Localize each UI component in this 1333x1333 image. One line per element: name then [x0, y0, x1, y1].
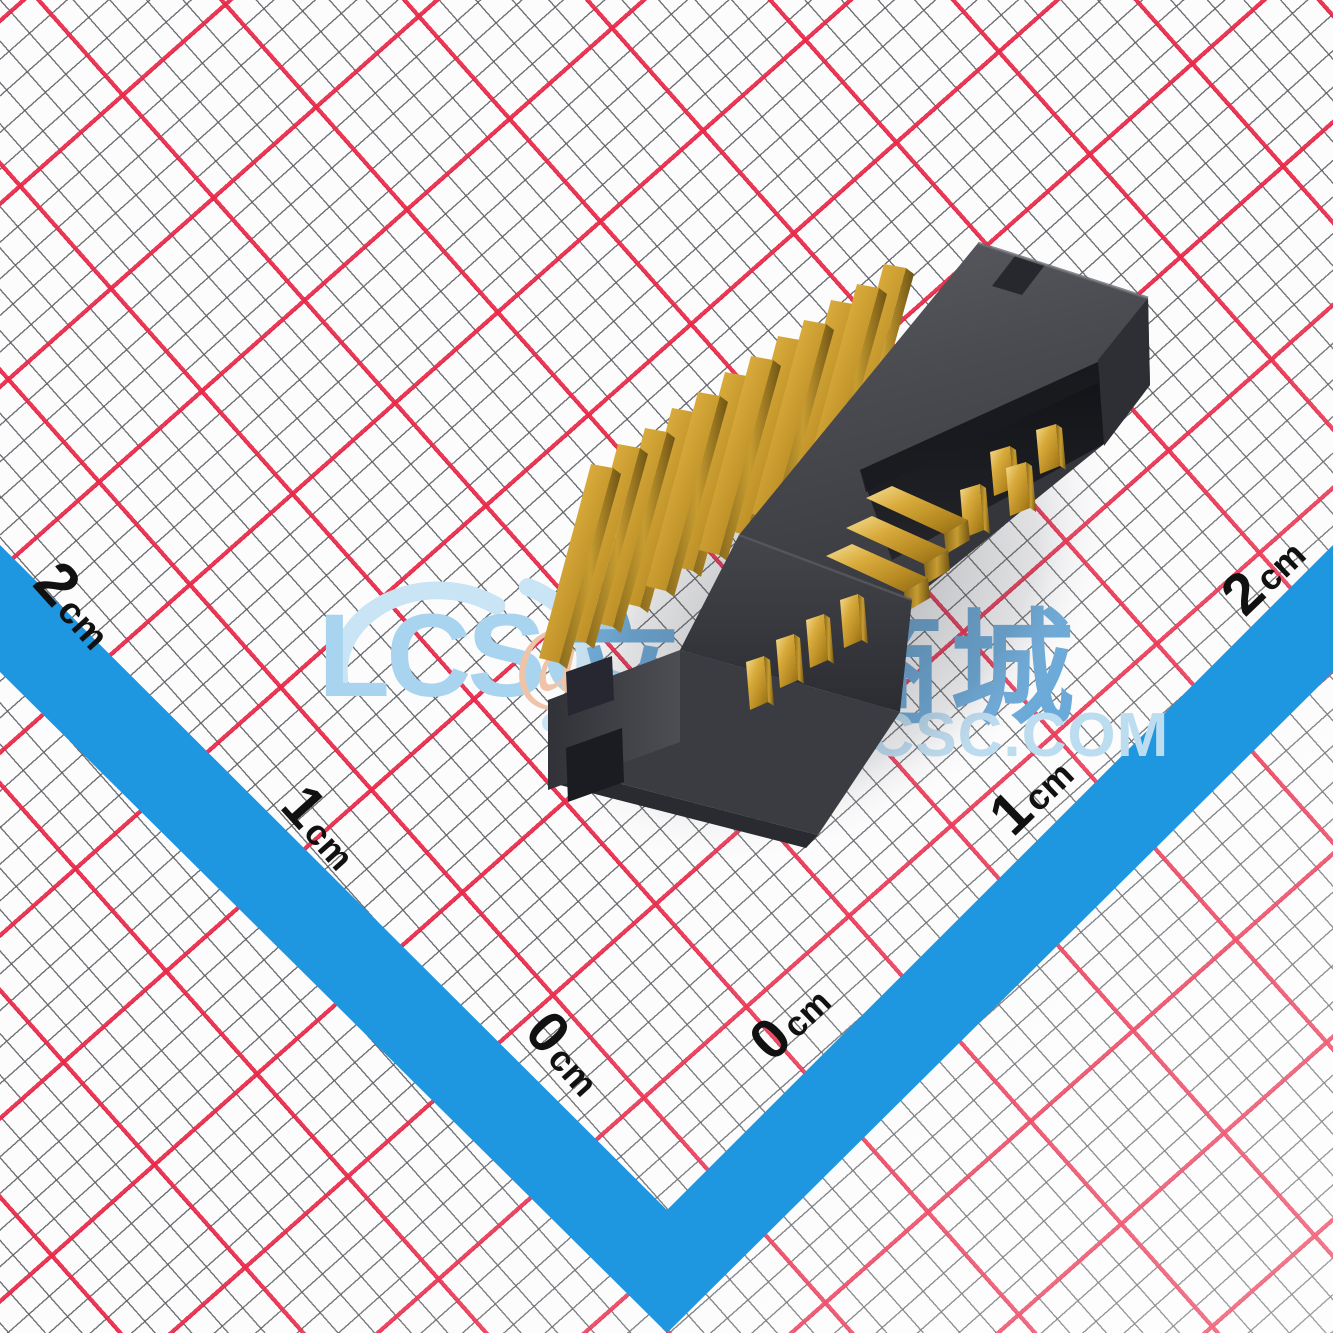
latch-slot-2	[566, 656, 614, 716]
pin-row-front	[539, 444, 648, 669]
connector-body-top	[739, 243, 1148, 600]
lower-pin-stubs	[746, 594, 868, 710]
connector-body-left-face	[548, 768, 818, 848]
polarizing-notch	[992, 256, 1045, 295]
latch-slot	[566, 728, 624, 802]
